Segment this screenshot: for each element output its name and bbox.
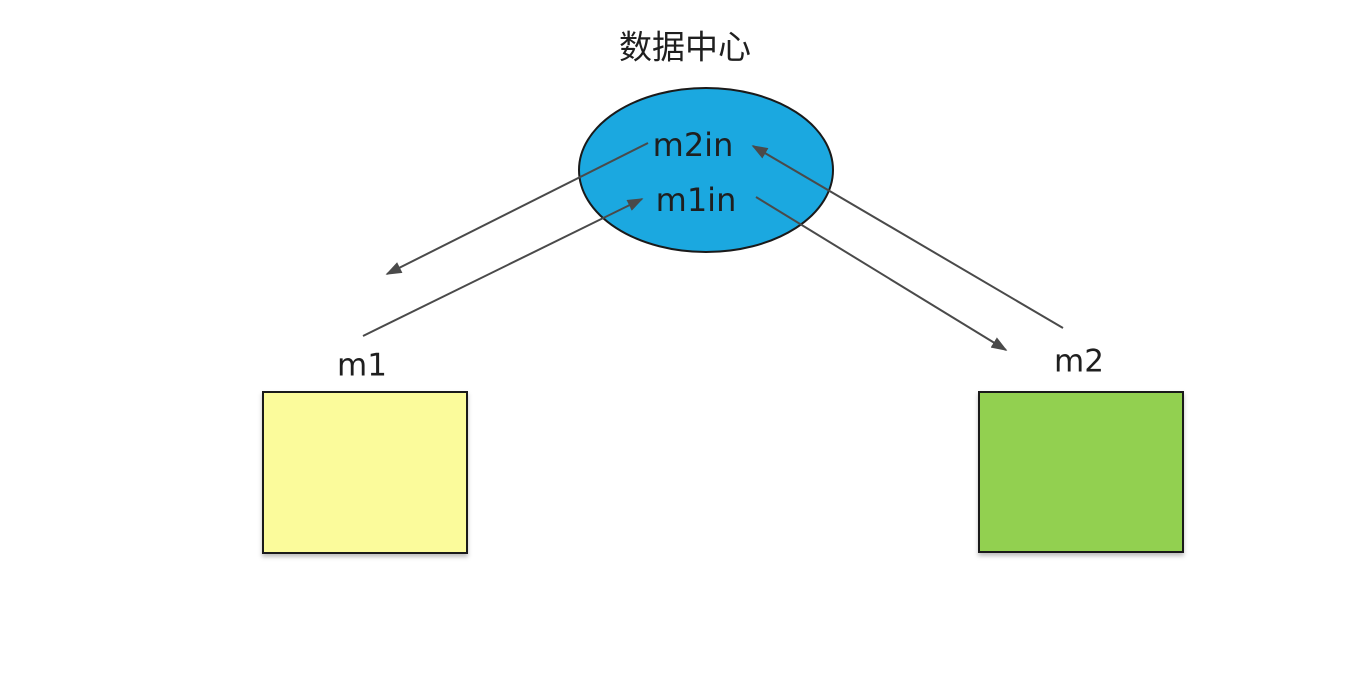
node-m2-box [978,391,1184,553]
edge-m1-to-m1in [362,198,644,337]
edge-m1in-to-m2 [755,196,1008,351]
node-m2-label: m2 [1054,343,1104,380]
hub-port-label-m2in: m2in [652,126,734,164]
edge-m2-to-m2in [751,145,1064,329]
diagram-title: 数据中心 [619,27,751,67]
hub-port-label-m1in: m1in [655,181,737,219]
node-m1-label: m1 [337,347,387,384]
data-center-ellipse [578,87,834,253]
edge-m2in-to-m1 [385,142,649,275]
node-m1-box [262,391,468,554]
